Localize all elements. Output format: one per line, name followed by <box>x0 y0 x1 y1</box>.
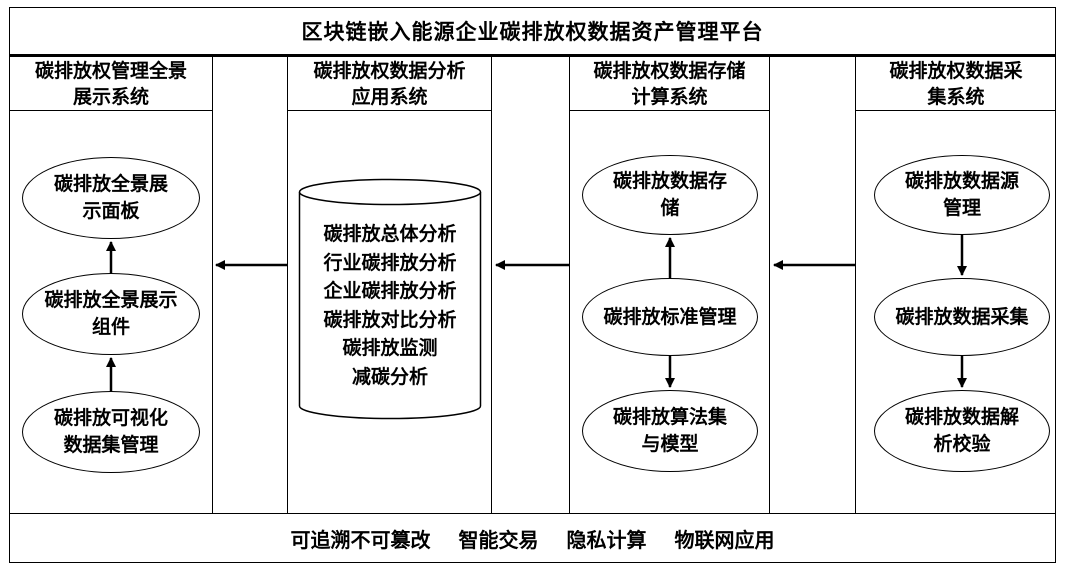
column-header-line: 碳排放权管理全景 <box>34 60 187 82</box>
column-data-analysis-system: 碳排放权数据分析 应用系统 <box>287 57 492 513</box>
title-divider <box>9 54 1056 57</box>
platform-title: 区块链嵌入能源企业碳排放权数据资产管理平台 <box>301 20 764 44</box>
column-header-line: 碳排放权数据存储 <box>593 60 746 82</box>
column-header-line: 计算系统 <box>631 86 708 108</box>
analysis-item: 企业碳排放分析 <box>323 280 457 302</box>
column-data-storage-computing-system: 碳排放权数据存储 计算系统 <box>569 57 770 513</box>
column-header-line: 展示系统 <box>72 86 149 108</box>
column-panorama-display-system: 碳排放权管理全景 展示系统 <box>9 57 213 513</box>
data-collection-node: 碳排放数据采集 <box>874 278 1050 356</box>
analysis-item: 碳排放监测 <box>342 337 438 359</box>
analysis-database-cylinder <box>298 178 482 420</box>
column-header: 碳排放权数据采 集系统 <box>856 57 1056 111</box>
data-storage-node: 碳排放数据存储 <box>582 155 758 235</box>
feature-label: 物联网应用 <box>674 528 775 552</box>
column-header: 碳排放权管理全景 展示系统 <box>10 57 212 111</box>
visualization-dataset-management-node: 碳排放可视化数据集管理 <box>22 391 200 473</box>
analysis-item: 碳排放总体分析 <box>323 223 457 245</box>
column-header-line: 应用系统 <box>351 86 428 108</box>
column-data-collection-system: 碳排放权数据采 集系统 <box>855 57 1056 513</box>
panorama-dashboard-node: 碳排放全景展示面板 <box>22 157 200 239</box>
column-header-line: 集系统 <box>927 86 985 108</box>
standard-management-node: 碳排放标准管理 <box>582 278 758 356</box>
feature-label: 隐私计算 <box>566 528 647 552</box>
analysis-item: 碳排放对比分析 <box>323 308 457 331</box>
feature-label: 智能交易 <box>458 528 539 552</box>
column-header-line: 碳排放权数据分析 <box>313 60 466 82</box>
panorama-component-node: 碳排放全景展示组件 <box>22 273 200 355</box>
algorithm-model-node: 碳排放算法集与模型 <box>582 390 758 472</box>
feature-label: 可追溯不可篡改 <box>290 528 431 552</box>
analysis-item: 行业碳排放分析 <box>323 251 457 274</box>
column-header: 碳排放权数据存储 计算系统 <box>570 57 769 111</box>
data-parsing-validation-node: 碳排放数据解析校验 <box>874 390 1050 472</box>
platform-features-footer: 可追溯不可篡改 智能交易 隐私计算 物联网应用 <box>9 513 1056 563</box>
column-header: 碳排放权数据分析 应用系统 <box>288 57 491 111</box>
analysis-item: 减碳分析 <box>351 365 428 388</box>
column-header-line: 碳排放权数据采 <box>889 60 1023 82</box>
data-source-management-node: 碳排放数据源管理 <box>874 155 1050 235</box>
analysis-items-list: 碳排放总体分析 行业碳排放分析 企业碳排放分析 碳排放对比分析 碳排放监测 减碳… <box>298 220 482 391</box>
